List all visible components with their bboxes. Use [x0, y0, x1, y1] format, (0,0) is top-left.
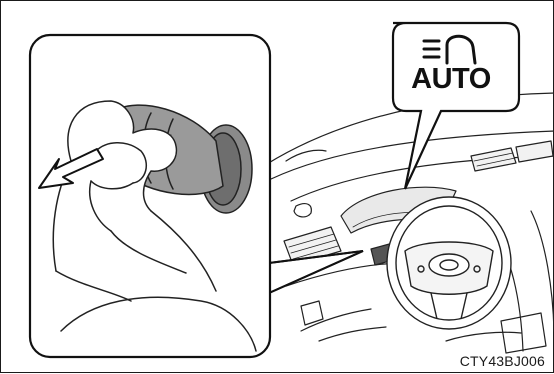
figure-code: CTY43BJ006: [460, 353, 545, 369]
steering-wheel-drawing: [387, 197, 511, 329]
indicator-auto-label: AUTO: [403, 65, 499, 94]
